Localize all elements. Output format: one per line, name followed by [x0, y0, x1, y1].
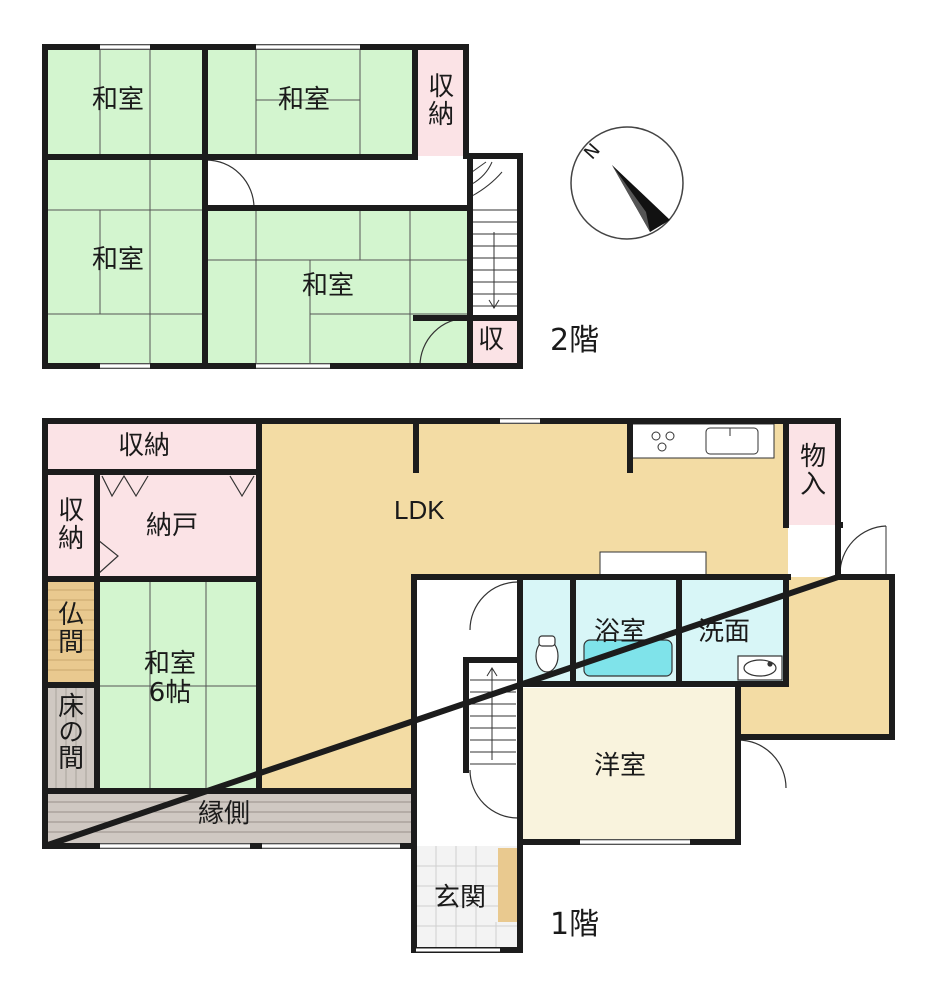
- label-engawa: 縁側: [198, 799, 251, 829]
- room-butsuma: [46, 580, 96, 684]
- label-storage-left: 収納: [53, 496, 84, 552]
- room-nando: [98, 474, 258, 578]
- room-washitsu-2f-c: [46, 158, 204, 366]
- hallway-2f: [206, 158, 470, 208]
- room-storage-small-2f: [470, 318, 518, 366]
- entrance-shoebox: [498, 848, 518, 922]
- room-western: [522, 688, 736, 840]
- room-monoire: [788, 422, 836, 525]
- label-storage-top: 収納: [118, 431, 171, 461]
- toilet-fixture: [535, 635, 559, 673]
- floor-label-2f: 2階: [550, 323, 600, 358]
- label-storage-2f: 収納: [423, 72, 454, 128]
- label-washitsu-2f-a: 和室: [92, 85, 145, 115]
- label-washitsu-2f-d: 和室: [302, 271, 355, 301]
- kitchen-island: [599, 551, 707, 577]
- label-western: 洋室: [594, 751, 647, 781]
- floor-1-plan: [42, 418, 895, 953]
- room-engawa: [46, 792, 412, 844]
- wash-basin: [737, 655, 783, 681]
- stairs-2f: [470, 158, 520, 318]
- room-washitsu-2f-b: [208, 48, 414, 156]
- room-ldk-left: [260, 577, 416, 790]
- floor-label-1f: 1階: [550, 907, 600, 942]
- label-storage-small-2f: 収: [478, 325, 505, 355]
- room-storage-2f: [416, 48, 464, 156]
- room-tokonoma: [46, 686, 96, 790]
- label-entrance: 玄関: [434, 883, 487, 913]
- label-ldk: LDK: [394, 495, 445, 525]
- room-storage-left: [46, 474, 96, 578]
- label-monoire: 物入: [795, 442, 826, 498]
- label-washitsu-1f: 和室 6帖: [144, 649, 197, 708]
- room-storage-top: [46, 422, 258, 472]
- compass: [570, 126, 684, 240]
- room-washitsu-1f: [98, 580, 258, 790]
- floor-2-plan: [42, 44, 523, 369]
- bathtub: [583, 639, 673, 677]
- kitchen-counter: [631, 423, 775, 459]
- label-washitsu-2f-c: 和室: [92, 245, 145, 275]
- label-washroom: 洗面: [698, 617, 751, 647]
- label-tokonoma: 床の間: [53, 692, 84, 770]
- label-washitsu-2f-b: 和室: [278, 85, 331, 115]
- room-washitsu-2f-a: [46, 48, 204, 156]
- label-nando: 納戸: [146, 511, 199, 541]
- compass-needle-icon: [612, 165, 670, 232]
- label-bath: 浴室: [594, 617, 647, 647]
- label-butsuma: 仏間: [53, 600, 84, 656]
- room-washitsu-2f-d: [206, 208, 468, 366]
